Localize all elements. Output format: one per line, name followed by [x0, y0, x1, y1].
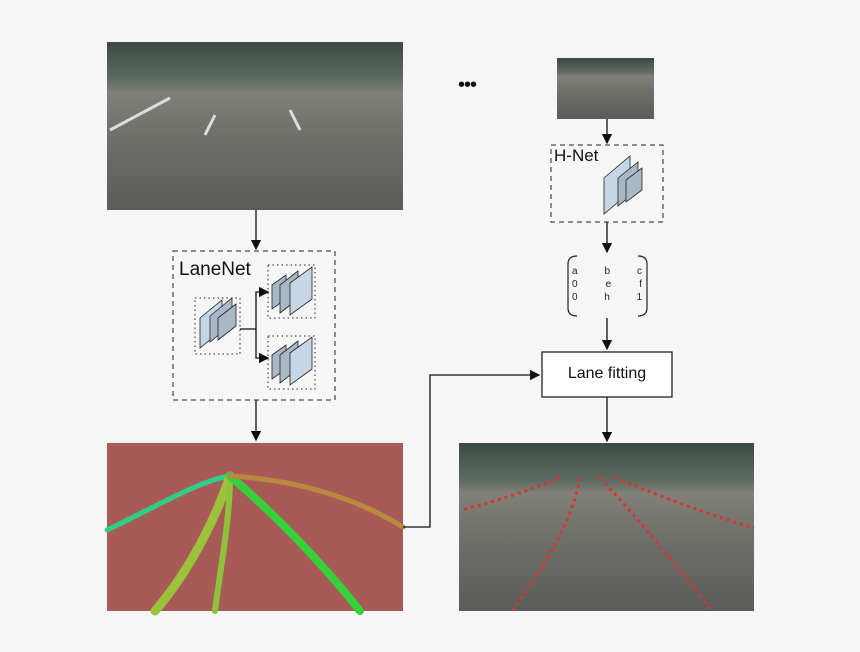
segmentation-lanes [104, 471, 406, 616]
segmentation-output [107, 443, 403, 611]
matrix-brackets [567, 255, 648, 317]
m01: b [604, 266, 611, 277]
lane-fit-output-photo [459, 443, 754, 611]
subnet-boxes [194, 264, 316, 390]
binary-branch-icon [271, 266, 313, 316]
m11: e [605, 279, 612, 290]
m20: 0 [572, 292, 578, 303]
m02: c [637, 266, 642, 277]
hnet-box [550, 144, 664, 223]
m21: h [604, 292, 610, 303]
homography-matrix: a b c 0 e f 0 h 1 [572, 265, 642, 304]
m22: 1 [636, 292, 642, 303]
road-markings [109, 96, 302, 136]
lane-fitting-box [541, 351, 673, 398]
network-layer-icons [199, 155, 643, 386]
embedding-branch-icon [271, 336, 313, 386]
m00: a [572, 266, 578, 277]
hnet-icon [603, 155, 643, 215]
lanenet-box [172, 250, 336, 401]
fitted-lanes [461, 476, 755, 612]
hnet-label: H-Net [554, 146, 599, 165]
input-frame-photo [107, 42, 403, 210]
m12: f [639, 279, 642, 290]
encoder-icon [199, 297, 237, 349]
input-frame-small-photo [557, 58, 654, 119]
m10: 0 [572, 279, 578, 290]
lane-fitting-label: Lane fitting [567, 365, 647, 382]
ellipsis: ••• [458, 74, 477, 96]
flow-arrows [240, 119, 613, 528]
lanenet-label: LaneNet [179, 259, 251, 280]
